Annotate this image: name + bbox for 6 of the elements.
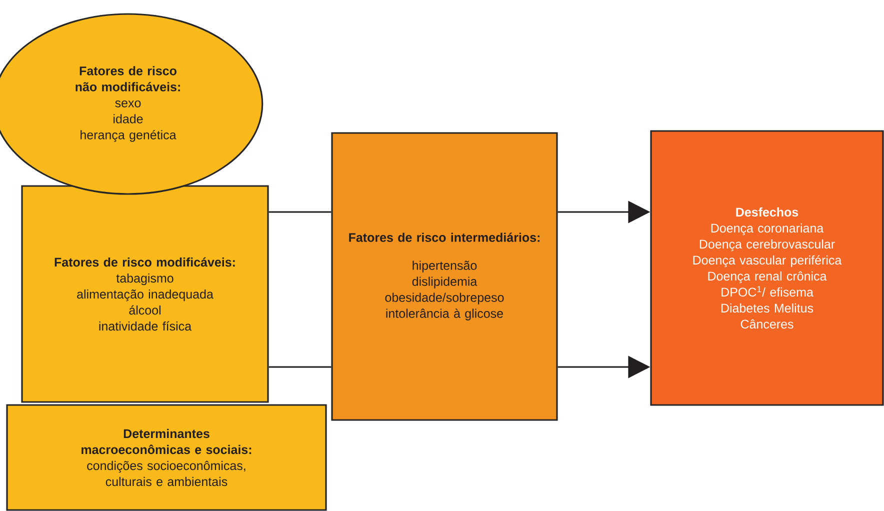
process-box: Determinantes macroeconômicas e sociais: condições socioeconômicas, culturais e ambientais	[6, 404, 327, 511]
connector-line	[268, 211, 332, 213]
outcome-box: Desfechos Doença coronariana Doença cerebrovascular Doença vascular periférica Doença renal crônica DPOC$^{1}$/ efisema Diabetes Melitus Cânceres	[650, 130, 884, 406]
connector-line	[268, 366, 332, 368]
process-box: Fatores de risco modificáveis: tabagismo alimentação inadequada álcool inatividade física	[21, 185, 269, 403]
process-box: Fatores de risco intermediários: hipertensão dislipidemia obesidade/sobrepeso intolerância à glicose	[331, 132, 558, 421]
